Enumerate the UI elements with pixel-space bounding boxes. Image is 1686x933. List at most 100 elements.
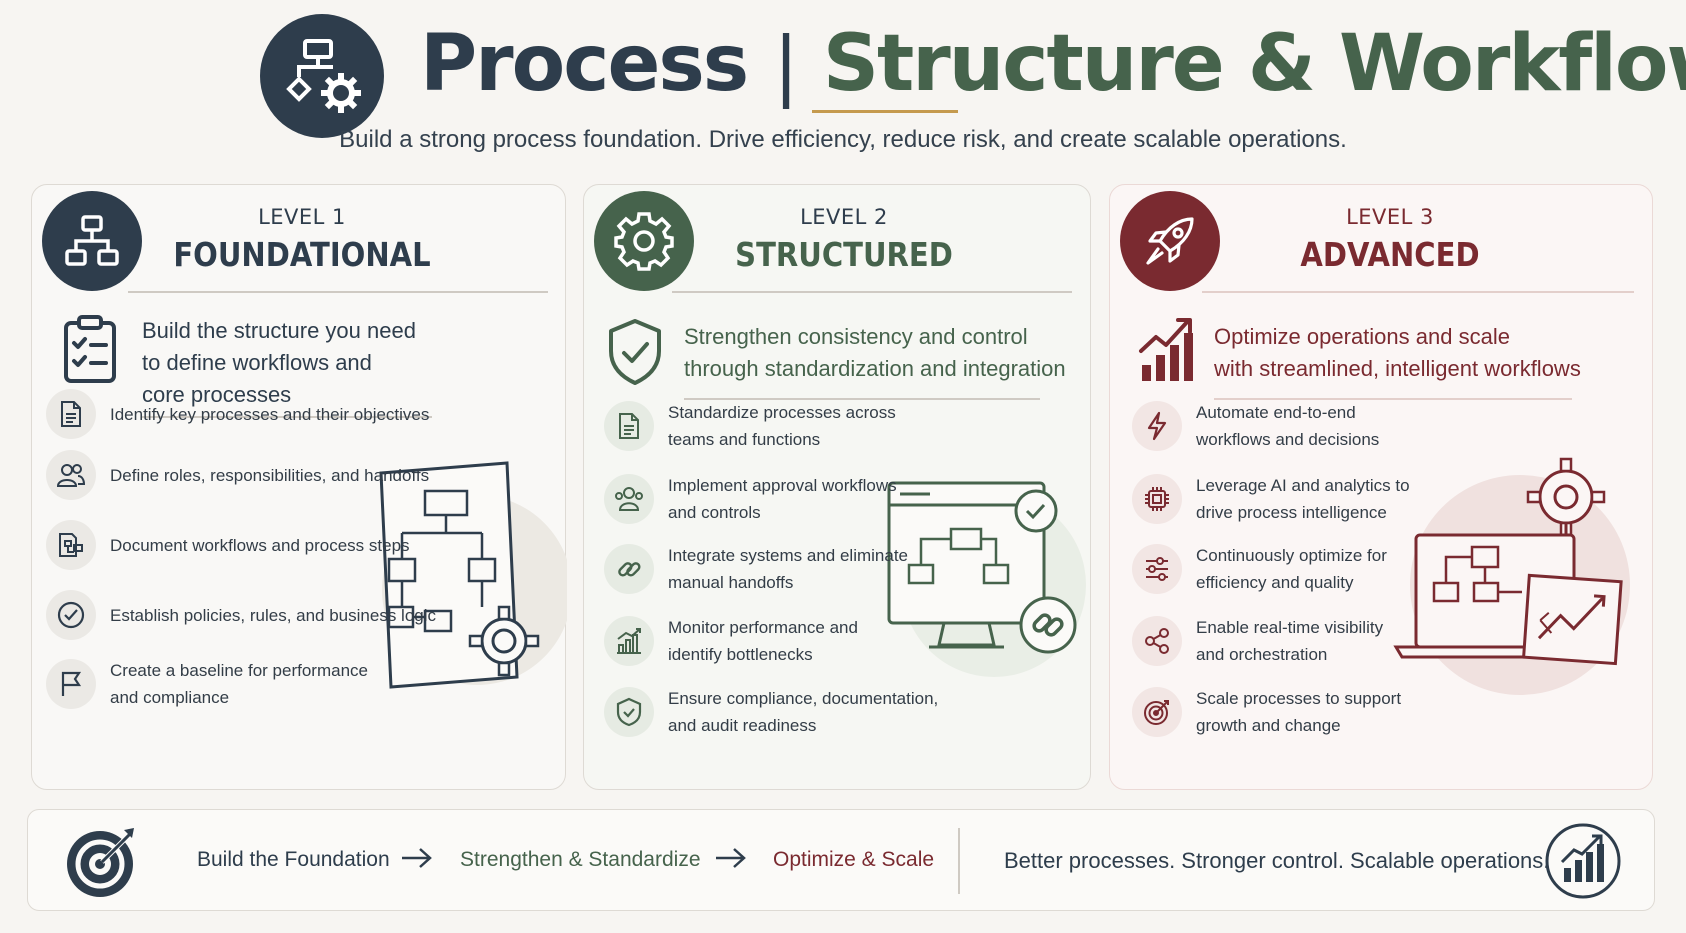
header-workflow-icon (260, 14, 384, 138)
list-item: Leverage AI and analytics to drive proce… (1132, 472, 1410, 526)
item-text: teams and functions (668, 430, 821, 449)
title-separator: | (773, 19, 799, 109)
flag-icon (61, 671, 82, 696)
item-text: Implement approval workflows (668, 476, 897, 495)
level-2-card: LEVEL 2 STRUCTURED Strengthen consistenc… (583, 184, 1091, 790)
flowchart-board-illustration (379, 461, 567, 689)
item-text: Create a baseline for performance (110, 661, 368, 680)
level-1-intro-rule (142, 416, 432, 418)
level-3-badge (1120, 191, 1220, 291)
list-item: Scale processes to support growth and ch… (1132, 685, 1401, 739)
level-2-rule (672, 291, 1072, 293)
level-1-label: LEVEL 1 (258, 205, 346, 229)
item-text: Continuously optimize for (1196, 546, 1387, 565)
level-3-intro-rule (1214, 398, 1572, 400)
item-text: Enable real-time visibility (1196, 618, 1384, 637)
item-text: and controls (668, 503, 761, 522)
page-subtitle: Build a strong process foundation. Drive… (339, 126, 1347, 153)
item-text: Integrate systems and eliminate (668, 546, 909, 565)
shield-check-icon (609, 319, 661, 385)
hierarchy-icon (65, 215, 119, 266)
item-text: workflows and decisions (1196, 430, 1380, 449)
workflow-gear-icon (286, 39, 361, 113)
item-text: Document workflows and process steps (110, 535, 410, 555)
lightning-icon (1147, 411, 1167, 441)
list-item: Establish policies, rules, and business … (46, 590, 436, 640)
level-3-label: LEVEL 3 (1346, 205, 1434, 229)
list-item: Enable real-time visibility and orchestr… (1132, 614, 1383, 668)
item-text: Ensure compliance, documentation, (668, 689, 939, 708)
bar-chart-icon (617, 628, 641, 654)
item-text: Leverage AI and analytics to (1196, 476, 1410, 495)
sliders-icon (1146, 557, 1168, 581)
level-3-rule (1202, 291, 1634, 293)
list-item: Continuously optimize for efficiency and… (1132, 542, 1387, 596)
footer-tagline: Better processes. Stronger control. Scal… (1004, 848, 1550, 873)
level-3-intro: Optimize operations and scale with strea… (1214, 321, 1634, 385)
intro-line: through standardization and integration (684, 356, 1066, 381)
flowchart-doc-icon (59, 533, 83, 557)
footer-step-standardize: Strengthen & Standardize (460, 848, 701, 871)
title-process: Process (420, 19, 749, 109)
people-icon (615, 487, 643, 511)
list-item: Integrate systems and eliminate manual h… (604, 542, 908, 596)
item-text: Scale processes to support (1196, 689, 1402, 708)
list-item: Automate end-to-end workflows and decisi… (1132, 399, 1379, 453)
list-item: Identify key processes and their objecti… (46, 389, 429, 439)
list-item: Document workflows and process steps (46, 520, 410, 570)
level-2-intro: Strengthen consistency and control throu… (684, 321, 1084, 385)
footer-step-foundation: Build the Foundation (197, 848, 390, 871)
level-2-label: LEVEL 2 (800, 205, 888, 229)
item-text: Identify key processes and their objecti… (110, 404, 430, 424)
intro-line: with streamlined, intelligent workflows (1214, 356, 1581, 381)
title-underline (812, 110, 958, 113)
footer-bar: Build the Foundation Strengthen & Standa… (27, 809, 1655, 911)
item-text: and compliance (110, 688, 230, 707)
level-3-name: ADVANCED (1300, 235, 1480, 274)
list-item: Standardize processes across teams and f… (604, 399, 896, 453)
item-text: and orchestration (1196, 645, 1328, 664)
monitor-workflow-illustration (887, 481, 1086, 677)
arrow-right-icon (402, 848, 432, 868)
bar-chart-growth-icon (1545, 823, 1621, 899)
intro-line: to define workflows and (142, 350, 372, 375)
level-2-name: STRUCTURED (735, 235, 953, 274)
item-text: drive process intelligence (1196, 503, 1387, 522)
level-3-card: LEVEL 3 ADVANCED Optimize operations and… (1109, 184, 1653, 790)
item-text: Automate end-to-end (1196, 403, 1356, 422)
title-structure-workflow: Structure & Workflow (822, 19, 1686, 109)
level-1-rule (128, 291, 548, 293)
item-text: efficiency and quality (1196, 573, 1354, 592)
target-arrow-icon (67, 828, 134, 897)
clipboard-checklist-icon (64, 315, 116, 383)
document-icon (619, 413, 639, 439)
level-1-name: FOUNDATIONAL (173, 235, 431, 274)
intro-line: Build the structure you need (142, 318, 416, 343)
level-2-intro-rule (684, 398, 1040, 400)
shield-check-icon (616, 697, 642, 727)
item-text: Monitor performance and (668, 618, 858, 637)
people-icon (56, 464, 86, 487)
check-circle-icon (57, 601, 85, 629)
item-text: Establish policies, rules, and business … (110, 605, 437, 625)
item-text: Define roles, responsibilities, and hand… (110, 465, 430, 485)
growth-chart-icon (1139, 318, 1193, 381)
gear-icon (614, 212, 674, 271)
page-title: Process | Structure & Workflow (420, 14, 1686, 114)
footer-divider (958, 828, 960, 894)
intro-line: core processes (142, 382, 292, 407)
item-text: and audit readiness (668, 716, 817, 735)
list-item: Create a baseline for performance and co… (46, 657, 368, 711)
list-item: Define roles, responsibilities, and hand… (46, 450, 429, 500)
item-text: identify bottlenecks (668, 645, 813, 664)
link-icon (618, 562, 641, 577)
target-icon (1144, 700, 1169, 725)
level-2-badge (594, 191, 694, 291)
intro-line: Strengthen consistency and control (684, 324, 1028, 349)
level-1-badge (42, 191, 142, 291)
item-text: manual handoffs (668, 573, 794, 592)
laptop-analytics-illustration (1393, 457, 1630, 695)
list-item: Ensure compliance, documentation, and au… (604, 685, 938, 739)
share-nodes-icon (1145, 628, 1169, 654)
level-1-intro: Build the structure you need to define w… (142, 315, 462, 411)
